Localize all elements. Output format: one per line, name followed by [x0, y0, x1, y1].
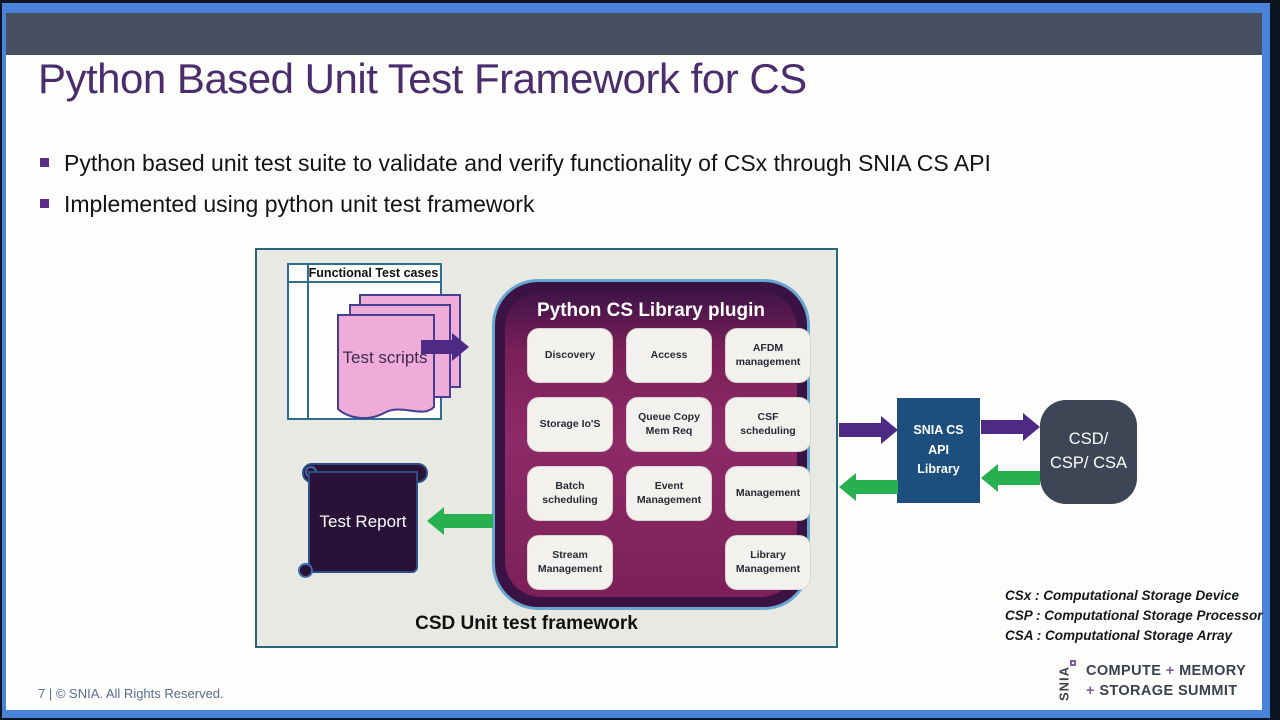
- python-cs-library-plugin-box: Python CS Library plugin Discovery Acces…: [492, 279, 811, 610]
- bullet-item: Implemented using python unit test frame…: [40, 191, 1190, 218]
- module-card: Batch scheduling: [527, 466, 613, 521]
- bullet-list: Python based unit test suite to validate…: [40, 150, 1190, 232]
- arrow-shaft: [443, 514, 493, 528]
- arrow-head: [1023, 413, 1040, 441]
- page-title: Python Based Unit Test Framework for CS: [38, 55, 807, 102]
- arrow-shaft: [839, 423, 882, 437]
- module-empty-slot: [626, 535, 712, 590]
- plugin-title: Python CS Library plugin: [536, 300, 765, 321]
- bullet-item: Python based unit test suite to validate…: [40, 150, 1190, 177]
- arrow-head: [881, 416, 898, 444]
- plus-icon: +: [1086, 683, 1095, 699]
- arrow-shaft: [997, 471, 1040, 485]
- snia-summit-logo: SNIA COMPUTE + MEMORY + STORAGE SUMMIT: [1050, 657, 1260, 707]
- csd-csp-csa-box: CSD/ CSP/ CSA: [1040, 400, 1137, 504]
- wordmark-text: STORAGE SUMMIT: [1099, 683, 1238, 699]
- legend-line: CSx : Computational Storage Device: [1005, 588, 1240, 603]
- snia-text: SNIA: [1056, 665, 1072, 702]
- functional-box-column-divider: [307, 265, 309, 418]
- functional-test-cases-header: Functional Test cases: [289, 265, 440, 283]
- module-card: Access: [626, 328, 712, 383]
- module-card: Stream Management: [527, 535, 613, 590]
- snia-cs-api-library-box: SNIA CS API Library: [897, 398, 980, 503]
- module-card: CSF scheduling: [725, 397, 811, 452]
- arrow-head: [427, 507, 444, 535]
- header-band: [6, 13, 1262, 55]
- framework-caption: CSD Unit test framework: [415, 613, 638, 634]
- module-card: AFDM management: [725, 328, 811, 383]
- arrow-head: [839, 473, 856, 501]
- legend-line: CSP : Computational Storage Processor: [1005, 608, 1263, 623]
- module-card: Management: [725, 466, 811, 521]
- bullet-square-icon: [40, 158, 49, 167]
- wordmark-line: + STORAGE SUMMIT: [1086, 681, 1246, 701]
- legend-line: CSA : Computational Storage Array: [1005, 628, 1233, 643]
- acronym-legend: CSx : Computational Storage Device CSP :…: [1005, 586, 1263, 646]
- unit-test-framework-panel: Functional Test cases Test scripts Pytho…: [255, 248, 838, 648]
- bullet-text: Python based unit test suite to validate…: [64, 150, 991, 176]
- plus-icon: +: [1165, 663, 1175, 679]
- arrow-shaft: [981, 420, 1024, 434]
- module-card: Event Management: [626, 466, 712, 521]
- wordmark-text: MEMORY: [1179, 663, 1247, 679]
- test-report-scroll: Test Report: [298, 461, 432, 585]
- scroll-body: Test Report: [308, 471, 418, 573]
- test-scripts-label: Test scripts: [342, 348, 427, 367]
- module-card: Queue Copy Mem Req: [626, 397, 712, 452]
- bullet-square-icon: [40, 199, 49, 208]
- scroll-curl-icon: [298, 563, 313, 578]
- page-front: [337, 314, 435, 420]
- arrow-head: [981, 464, 998, 492]
- bullet-text: Implemented using python unit test frame…: [64, 191, 535, 217]
- functional-test-cases-box: Functional Test cases Test scripts: [287, 263, 461, 420]
- arrow-framework-to-api-icon: [839, 416, 898, 444]
- logo-wordmark: COMPUTE + MEMORY + STORAGE SUMMIT: [1086, 661, 1246, 701]
- arrow-api-to-framework-icon: [839, 473, 898, 501]
- test-report-label: Test Report: [319, 512, 407, 531]
- logo-square-icon: [1070, 660, 1076, 666]
- snia-vertical-text: SNIA: [1044, 663, 1084, 703]
- arrow-device-to-api-icon: [981, 464, 1040, 492]
- arrow-head: [452, 333, 469, 361]
- module-card: Library Management: [725, 535, 811, 590]
- arrow-plugin-to-report-icon: [427, 506, 493, 536]
- wordmark-line: COMPUTE + MEMORY: [1086, 661, 1246, 681]
- arrow-scripts-to-plugin-icon: [421, 333, 469, 361]
- arrow-shaft: [855, 480, 898, 494]
- arrow-shaft: [421, 340, 453, 354]
- module-card: Discovery: [527, 328, 613, 383]
- arrow-api-to-device-icon: [981, 413, 1040, 441]
- wordmark-text: COMPUTE: [1086, 663, 1162, 679]
- plugin-inner-panel: Python CS Library plugin Discovery Acces…: [505, 292, 811, 597]
- plugin-module-grid: Discovery Access AFDM management Storage…: [527, 328, 811, 590]
- module-card: Storage Io'S: [527, 397, 613, 452]
- slide-footer: 7 | © SNIA. All Rights Reserved.: [38, 686, 224, 701]
